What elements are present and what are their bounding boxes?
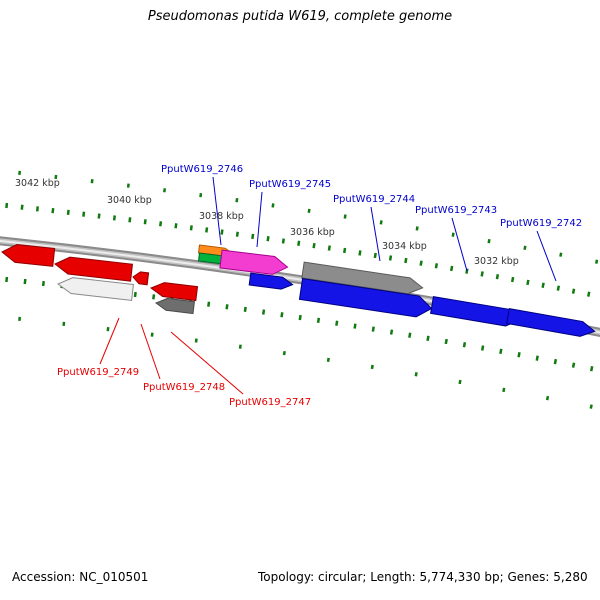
- gene-red-3[interactable]: [149, 281, 199, 302]
- leader-line: [536, 230, 557, 282]
- gene-label[interactable]: PputW619_2744: [333, 194, 415, 205]
- ruler-labels: 3042 kbp 3040 kbp 3038 kbp 3036 kbp 3034 kbp…: [15, 178, 519, 267]
- ruler-label: 3032 kbp: [474, 256, 519, 267]
- tick-arc: [0, 276, 600, 373]
- gene-blue-small[interactable]: [248, 272, 294, 291]
- ruler-label: 3042 kbp: [15, 178, 60, 189]
- status-bar: Accession: NC_010501 Topology: circular;…: [0, 570, 600, 590]
- gene-labels: PputW619_2746PputW619_2745PputW619_2744P…: [57, 164, 582, 408]
- gene-label[interactable]: PputW619_2748: [143, 382, 225, 393]
- gene-gray-big[interactable]: [301, 261, 424, 296]
- gene-red-left-edge[interactable]: [1, 243, 56, 267]
- gene-label[interactable]: PputW619_2742: [500, 218, 582, 229]
- gene-label[interactable]: PputW619_2747: [229, 397, 311, 408]
- gene-blue-2744[interactable]: [298, 278, 433, 319]
- gene-label[interactable]: PputW619_2743: [415, 205, 497, 216]
- leader-line: [370, 206, 381, 262]
- tick-marks: [0, 168, 600, 411]
- gene-white[interactable]: [56, 276, 134, 301]
- gene-magenta-2745[interactable]: [219, 249, 289, 276]
- leader-line: [99, 317, 120, 365]
- accession-text: Accession: NC_010501: [12, 570, 149, 584]
- leader-line: [170, 331, 244, 395]
- ruler-label: 3038 kbp: [199, 211, 244, 222]
- gene-red-2[interactable]: [54, 256, 134, 282]
- gene-gray-small[interactable]: [154, 297, 196, 315]
- leader-line: [256, 191, 263, 248]
- leader-line: [140, 323, 161, 380]
- ruler-label: 3040 kbp: [107, 195, 152, 206]
- ruler-label: 3036 kbp: [290, 227, 335, 238]
- gene-label[interactable]: PputW619_2746: [161, 164, 243, 175]
- gene-label[interactable]: PputW619_2749: [57, 367, 139, 378]
- tick-arc: [0, 314, 600, 411]
- ruler-label: 3034 kbp: [382, 241, 427, 252]
- page-title: Pseudomonas putida W619, complete genome: [147, 9, 453, 24]
- leader-line: [451, 217, 468, 272]
- leader-line: [212, 176, 222, 246]
- gene-arrows: [1, 243, 596, 339]
- gene-label[interactable]: PputW619_2745: [249, 179, 331, 190]
- gene-blue-2742[interactable]: [506, 308, 596, 339]
- genome-summary-text: Topology: circular; Length: 5,774,330 bp…: [258, 570, 588, 584]
- gene-red-small[interactable]: [132, 271, 150, 286]
